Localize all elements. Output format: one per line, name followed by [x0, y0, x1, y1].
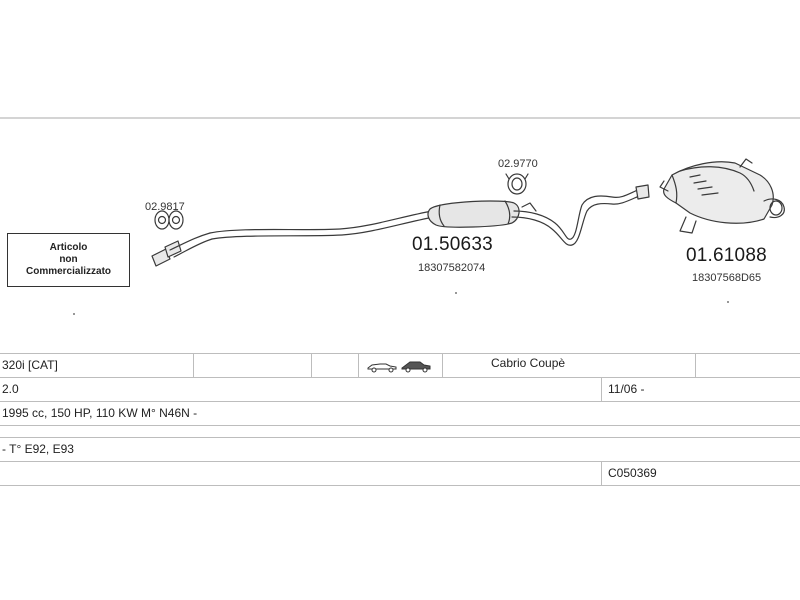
table-divider: [358, 353, 359, 377]
engine-cell: 2.0: [2, 382, 19, 396]
middle-silencer-shape: [427, 200, 520, 228]
table-border: [0, 485, 800, 486]
middle-silencer-part-number[interactable]: 01.50633: [412, 234, 493, 255]
body-type-cell: Cabrio Coupè: [491, 356, 566, 370]
gasket-part-number[interactable]: 02.9817: [145, 201, 185, 213]
marker-dot: [73, 313, 75, 315]
marker-dot: [455, 292, 457, 294]
exhaust-drawing: [151, 158, 785, 267]
table-border: [0, 401, 800, 402]
table-border: [0, 461, 800, 462]
rear-silencer-shape: [659, 158, 785, 234]
rear-silencer-oem-number: 18307568D65: [692, 272, 762, 284]
type-cell: - T° E92, E93: [2, 442, 74, 456]
marker-dot: [727, 301, 729, 303]
date-cell: 11/06 -: [608, 382, 645, 396]
table-border: [0, 425, 800, 426]
table-border: [0, 353, 800, 354]
front-pipe-section: [151, 232, 213, 267]
table-divider: [442, 353, 443, 377]
rear-silencer-part-number[interactable]: 01.61088: [686, 245, 767, 266]
not-sold-note: Articolo non Commercializzato: [7, 233, 130, 287]
top-border: [0, 117, 800, 119]
table-border: [0, 377, 800, 378]
note-line-1: Articolo: [49, 242, 88, 253]
table-border: [0, 437, 800, 438]
exhaust-diagram: [0, 119, 800, 351]
cabrio-coupe-icon: [366, 359, 432, 378]
table-divider: [601, 461, 602, 485]
table-divider: [601, 377, 602, 401]
note-line-2: non: [59, 254, 78, 265]
model-cell: 320i [CAT]: [2, 358, 58, 372]
table-divider: [311, 353, 312, 377]
code-cell: C050369: [608, 466, 657, 480]
middle-silencer-oem-number: 18307582074: [418, 262, 486, 274]
specs-cell: 1995 cc, 150 HP, 110 KW M° N46N -: [2, 406, 198, 420]
clamp-part-number[interactable]: 02.9770: [498, 158, 538, 170]
table-divider: [695, 353, 696, 377]
clamp-shape: [505, 173, 529, 195]
table-divider: [193, 353, 194, 377]
gasket-shape: [154, 210, 184, 230]
note-line-3: Commercializzato: [25, 266, 112, 277]
